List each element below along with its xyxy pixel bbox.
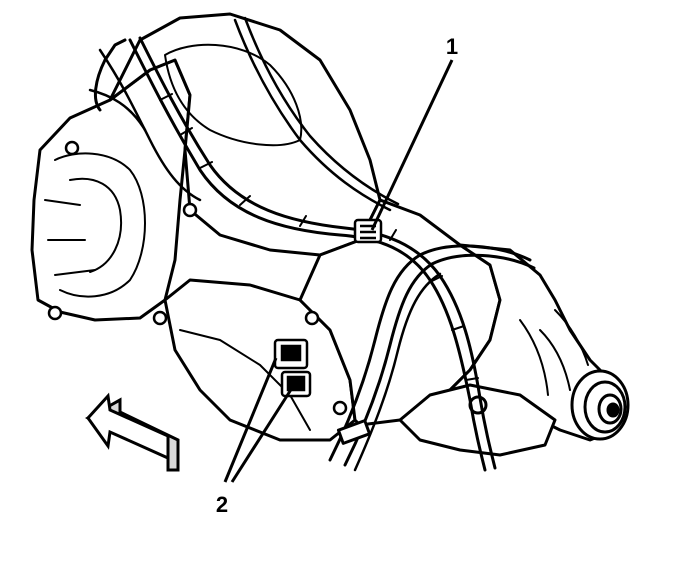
leader-line-2a	[223, 357, 278, 483]
callout-1-label: 1	[446, 34, 458, 59]
connector-pins	[280, 344, 302, 362]
line-clamp	[336, 419, 372, 445]
bell-housing-rib	[54, 152, 146, 298]
arrow-forward-icon	[85, 392, 180, 472]
leader-line-1	[370, 59, 454, 231]
extension-rib	[519, 309, 589, 396]
bolt	[332, 400, 348, 416]
bolt	[152, 310, 168, 326]
leader-lines	[223, 59, 454, 483]
cooler-line	[353, 272, 442, 472]
transmission-assembly	[30, 12, 630, 457]
harness-branch	[233, 18, 392, 212]
bolt	[64, 140, 80, 156]
bolt	[47, 305, 63, 321]
bolts	[47, 140, 348, 416]
bolt	[304, 310, 320, 326]
callout-2-label: 2	[216, 492, 228, 517]
harness-wrap	[159, 93, 479, 381]
connector-1-detail	[353, 218, 383, 244]
connector-pins	[286, 375, 306, 392]
cooler-line	[343, 253, 536, 467]
bell-housing-rib	[44, 199, 96, 276]
leader-line-2b	[230, 387, 294, 483]
fill-tube	[93, 38, 127, 112]
bell-housing-rib	[69, 177, 122, 273]
bolt	[182, 202, 198, 218]
arrow-face	[86, 392, 170, 461]
oil-pan-rim	[179, 329, 311, 431]
harness-branch	[98, 48, 202, 202]
output-shaft	[606, 402, 620, 418]
cooler-line	[328, 244, 532, 462]
rear-mount-bracket	[398, 383, 557, 457]
harness-branch	[243, 16, 400, 206]
